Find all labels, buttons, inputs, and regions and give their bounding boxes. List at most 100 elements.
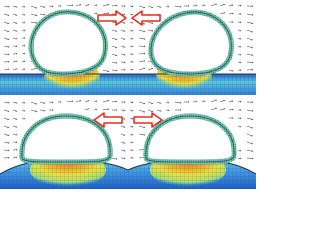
velocity-vector-head bbox=[15, 22, 17, 24]
velocity-vector-head bbox=[131, 117, 133, 120]
velocity-vector-head bbox=[131, 45, 134, 48]
velocity-vector-head bbox=[123, 142, 125, 144]
velocity-vector bbox=[129, 125, 133, 128]
velocity-vector-head bbox=[239, 109, 242, 111]
velocity-vector-head bbox=[239, 45, 241, 48]
velocity-vector bbox=[138, 67, 145, 71]
velocity-vector-head bbox=[95, 4, 97, 7]
velocity-vector-head bbox=[131, 133, 134, 136]
velocity-vector-head bbox=[131, 13, 134, 16]
velocity-vector bbox=[147, 101, 153, 104]
velocity-vector-head bbox=[123, 53, 126, 56]
velocity-vector-head bbox=[143, 110, 145, 113]
velocity-vector-head bbox=[251, 5, 254, 8]
velocity-vector-head bbox=[187, 5, 190, 7]
velocity-vector bbox=[12, 117, 17, 120]
velocity-vector-head bbox=[151, 110, 153, 113]
velocity-vector bbox=[138, 101, 145, 104]
velocity-vector-head bbox=[239, 157, 242, 160]
velocity-vector-head bbox=[115, 30, 117, 32]
velocity-vector bbox=[12, 109, 17, 112]
velocity-vector-head bbox=[131, 21, 133, 24]
velocity-vector bbox=[3, 13, 9, 16]
velocity-vector bbox=[210, 3, 217, 7]
velocity-vector bbox=[246, 133, 253, 137]
velocity-vector bbox=[228, 4, 233, 7]
velocity-vector-head bbox=[15, 37, 18, 40]
velocity-vector bbox=[48, 101, 54, 103]
velocity-vector bbox=[102, 108, 109, 111]
velocity-vector-head bbox=[79, 4, 81, 6]
velocity-vector bbox=[246, 117, 253, 120]
velocity-vector-head bbox=[7, 22, 9, 25]
velocity-vector bbox=[102, 4, 109, 7]
velocity-vector-head bbox=[231, 12, 234, 15]
velocity-vector bbox=[12, 60, 17, 63]
velocity-vector bbox=[219, 12, 225, 15]
velocity-vector-head bbox=[7, 142, 10, 144]
velocity-vector-head bbox=[195, 4, 198, 7]
velocity-vector bbox=[210, 107, 217, 111]
velocity-vector-head bbox=[159, 6, 161, 8]
velocity-vector bbox=[3, 21, 9, 24]
velocity-vector bbox=[66, 4, 73, 7]
velocity-vector bbox=[246, 125, 253, 129]
velocity-vector bbox=[120, 21, 125, 24]
velocity-vector-head bbox=[239, 4, 242, 7]
velocity-vector bbox=[120, 125, 125, 128]
velocity-vector-head bbox=[131, 68, 134, 71]
velocity-vector-head bbox=[35, 110, 37, 113]
velocity-vector bbox=[219, 4, 225, 7]
velocity-vector-head bbox=[231, 100, 234, 102]
velocity-vector-head bbox=[215, 107, 217, 110]
velocity-vector-head bbox=[143, 102, 145, 105]
velocity-vector bbox=[3, 29, 9, 32]
velocity-vector bbox=[138, 5, 145, 8]
velocity-field-bottom bbox=[3, 99, 254, 160]
velocity-vector bbox=[12, 133, 17, 136]
velocity-vector bbox=[12, 101, 17, 104]
velocity-vector-head bbox=[151, 29, 154, 32]
velocity-vector bbox=[12, 125, 17, 128]
velocity-vector-head bbox=[43, 6, 45, 8]
velocity-vector-head bbox=[123, 5, 126, 7]
velocity-vector-head bbox=[143, 30, 145, 33]
velocity-vector bbox=[138, 53, 146, 55]
velocity-vector-head bbox=[123, 126, 125, 128]
velocity-vector-head bbox=[7, 101, 10, 104]
velocity-vector bbox=[246, 109, 253, 112]
velocity-vector-head bbox=[7, 46, 10, 48]
velocity-vector bbox=[174, 101, 182, 104]
velocity-vector-head bbox=[159, 110, 162, 112]
velocity-vector-head bbox=[187, 101, 190, 103]
velocity-vector-head bbox=[123, 22, 126, 24]
cell-right-bottom bbox=[143, 113, 237, 165]
velocity-vector-head bbox=[123, 69, 126, 71]
velocity-vector-head bbox=[251, 14, 254, 16]
velocity-vector bbox=[21, 60, 25, 63]
velocity-vector-head bbox=[195, 100, 198, 103]
velocity-vector-head bbox=[143, 6, 145, 9]
velocity-vector bbox=[246, 157, 254, 159]
velocity-vector-head bbox=[7, 149, 10, 152]
velocity-vector bbox=[201, 4, 205, 7]
velocity-vector-head bbox=[15, 110, 17, 112]
velocity-vector bbox=[138, 109, 145, 113]
velocity-vector-head bbox=[15, 6, 17, 8]
velocity-vector-head bbox=[231, 69, 234, 72]
velocity-vector-head bbox=[7, 5, 10, 8]
velocity-vector-head bbox=[43, 102, 45, 104]
velocity-vector-head bbox=[7, 156, 10, 159]
velocity-vector-head bbox=[123, 61, 126, 64]
velocity-vector-head bbox=[131, 149, 134, 152]
velocity-vector-head bbox=[7, 110, 9, 112]
velocity-vector-head bbox=[251, 134, 253, 137]
velocity-vector bbox=[3, 101, 9, 104]
velocity-vector bbox=[21, 29, 26, 31]
velocity-vector bbox=[120, 37, 125, 40]
velocity-vector bbox=[12, 156, 17, 159]
velocity-vector-head bbox=[7, 126, 9, 129]
velocity-vector-head bbox=[151, 67, 153, 70]
velocity-vector-head bbox=[159, 102, 161, 104]
velocity-vector bbox=[21, 68, 25, 71]
